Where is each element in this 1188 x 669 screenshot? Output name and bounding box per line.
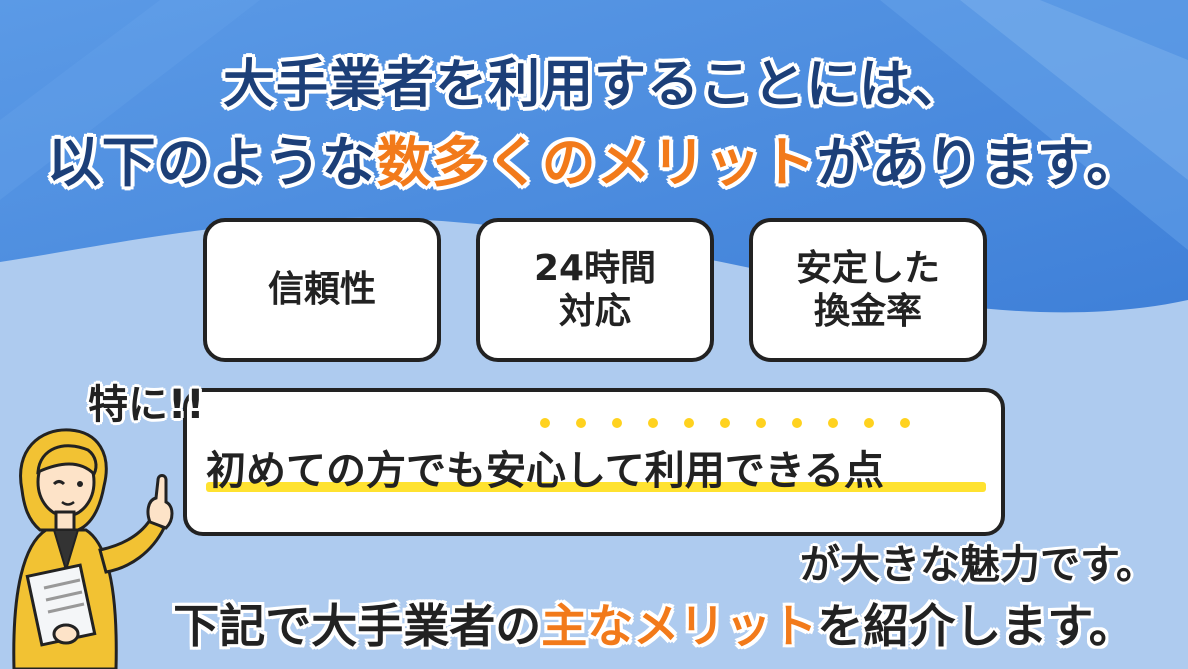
headline-highlight: 数多くのメリット [376, 131, 817, 194]
feature-label: 24時間 [533, 247, 657, 289]
businesswoman-pointing-icon [12, 428, 174, 669]
feature-card-reliability: 信頼性 [203, 218, 441, 362]
feature-card-stable-rate: 安定した 換金率 [749, 218, 987, 362]
feature-label: 信頼性 [267, 269, 376, 311]
bottom-text-before: 下記で大手業者の [173, 599, 542, 653]
callout-trail-text: が大きな魅力です。 [800, 542, 1156, 588]
callout-main-text: 初めての方でも安心して利用できる点 [206, 448, 884, 494]
bottom-highlight: 主なメリット [541, 599, 818, 653]
feature-label-sub: 換金率 [813, 291, 922, 332]
headline-line-2: 以下のような数多くのメリットがあります。 [0, 118, 1188, 197]
feature-card-24h-support: 24時間 対応 [476, 218, 714, 362]
callout-box [183, 388, 1005, 536]
headline-line-1: 大手業者を利用することには、 [222, 55, 965, 115]
callout-underline [206, 482, 986, 492]
feature-label-sub: 対応 [558, 291, 631, 332]
callout-lead: 特に!! [88, 382, 205, 428]
headline-line-2-before: 以下のような [46, 131, 377, 194]
feature-label: 安定した [795, 247, 940, 289]
bottom-text-after: を紹介します。 [817, 599, 1135, 653]
bottom-text: 下記で大手業者の主なメリットを紹介します。 [0, 590, 1188, 656]
headline-line-2-after: があります。 [816, 131, 1142, 194]
